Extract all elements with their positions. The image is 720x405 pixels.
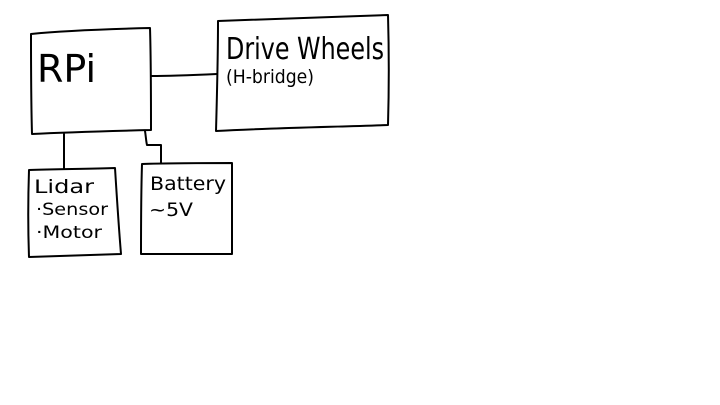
drive-wheels-sublabel: (H-bridge) (226, 66, 314, 88)
lidar-label: Lidar (34, 176, 94, 198)
battery-node: Battery ~5V (140, 162, 234, 256)
rpi-box (30, 27, 152, 135)
battery-box (140, 162, 234, 256)
battery-sublabel: ~5V (149, 199, 193, 221)
lidar-item-motor: ·Motor (36, 223, 102, 243)
lidar-node: Lidar ·Sensor ·Motor (27, 167, 122, 258)
drive-wheels-node: Drive Wheels (H-bridge) (215, 14, 390, 132)
battery-label: Battery (150, 173, 226, 195)
lidar-box (27, 167, 122, 258)
edge-rpi-to-drive-wheels (150, 73, 218, 77)
drive-wheels-label: Drive Wheels (226, 32, 384, 67)
lidar-item-sensor: ·Sensor (36, 200, 108, 220)
drive-wheels-box (215, 14, 390, 132)
edge-rpi-to-battery (144, 130, 162, 164)
rpi-node: RPi (30, 27, 152, 135)
rpi-label: RPi (37, 47, 96, 91)
